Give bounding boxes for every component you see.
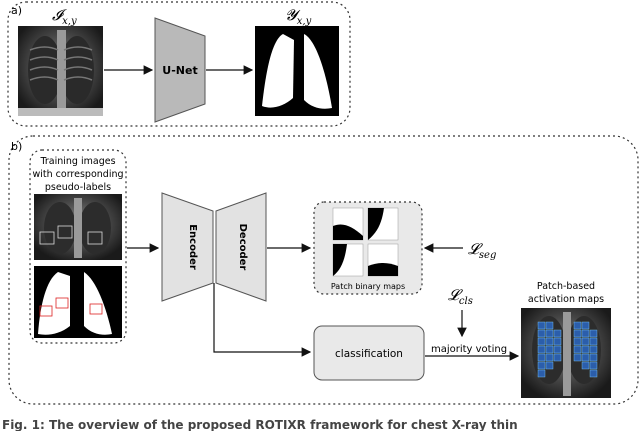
training-caption-line1: Training images — [39, 156, 115, 167]
patch-maps-caption: Patch binary maps — [331, 282, 405, 291]
patch-map-3 — [332, 243, 364, 277]
unet-block — [154, 17, 206, 123]
training-xray-image — [34, 194, 122, 260]
encoder-block — [161, 192, 214, 302]
loss-seg: 𝓛seg — [468, 240, 496, 261]
activation-caption-line1: Patch-based — [537, 281, 595, 292]
input-xray-image — [18, 26, 103, 116]
training-mask-image — [34, 266, 122, 338]
panel-b-label: b) — [11, 140, 22, 153]
figure-caption-fragment: Fig. 1: The overview of the proposed ROT… — [2, 418, 518, 431]
unet-label: U-Net — [162, 64, 197, 77]
activation-patches-right — [573, 321, 598, 378]
classification-label: classification — [335, 348, 403, 360]
input-symbol: 𝓘x,y — [52, 6, 77, 27]
decoder-label: Decoder — [237, 224, 248, 271]
panel-b-frame — [8, 135, 639, 405]
decoder-block — [215, 192, 267, 302]
classification-box — [313, 325, 425, 381]
output-symbol: 𝓨x,y — [285, 6, 312, 27]
loss-cls: 𝓛cls — [448, 286, 473, 307]
activation-caption-line2: activation maps — [528, 294, 604, 305]
majority-voting-label: majority voting — [431, 344, 507, 355]
arrow-encoder-to-classification — [213, 283, 312, 357]
output-lung-mask — [255, 26, 339, 116]
activation-patches-left — [537, 321, 562, 378]
patch-map-2 — [367, 207, 399, 241]
patch-map-1 — [332, 207, 364, 241]
activation-map-image — [521, 308, 611, 398]
panel-a-label: a) — [11, 4, 22, 17]
training-caption-line2: with corresponding — [32, 169, 123, 180]
encoder-label: Encoder — [187, 224, 198, 270]
patch-map-4 — [367, 243, 399, 277]
training-caption-line3: pseudo-labels — [45, 182, 111, 193]
